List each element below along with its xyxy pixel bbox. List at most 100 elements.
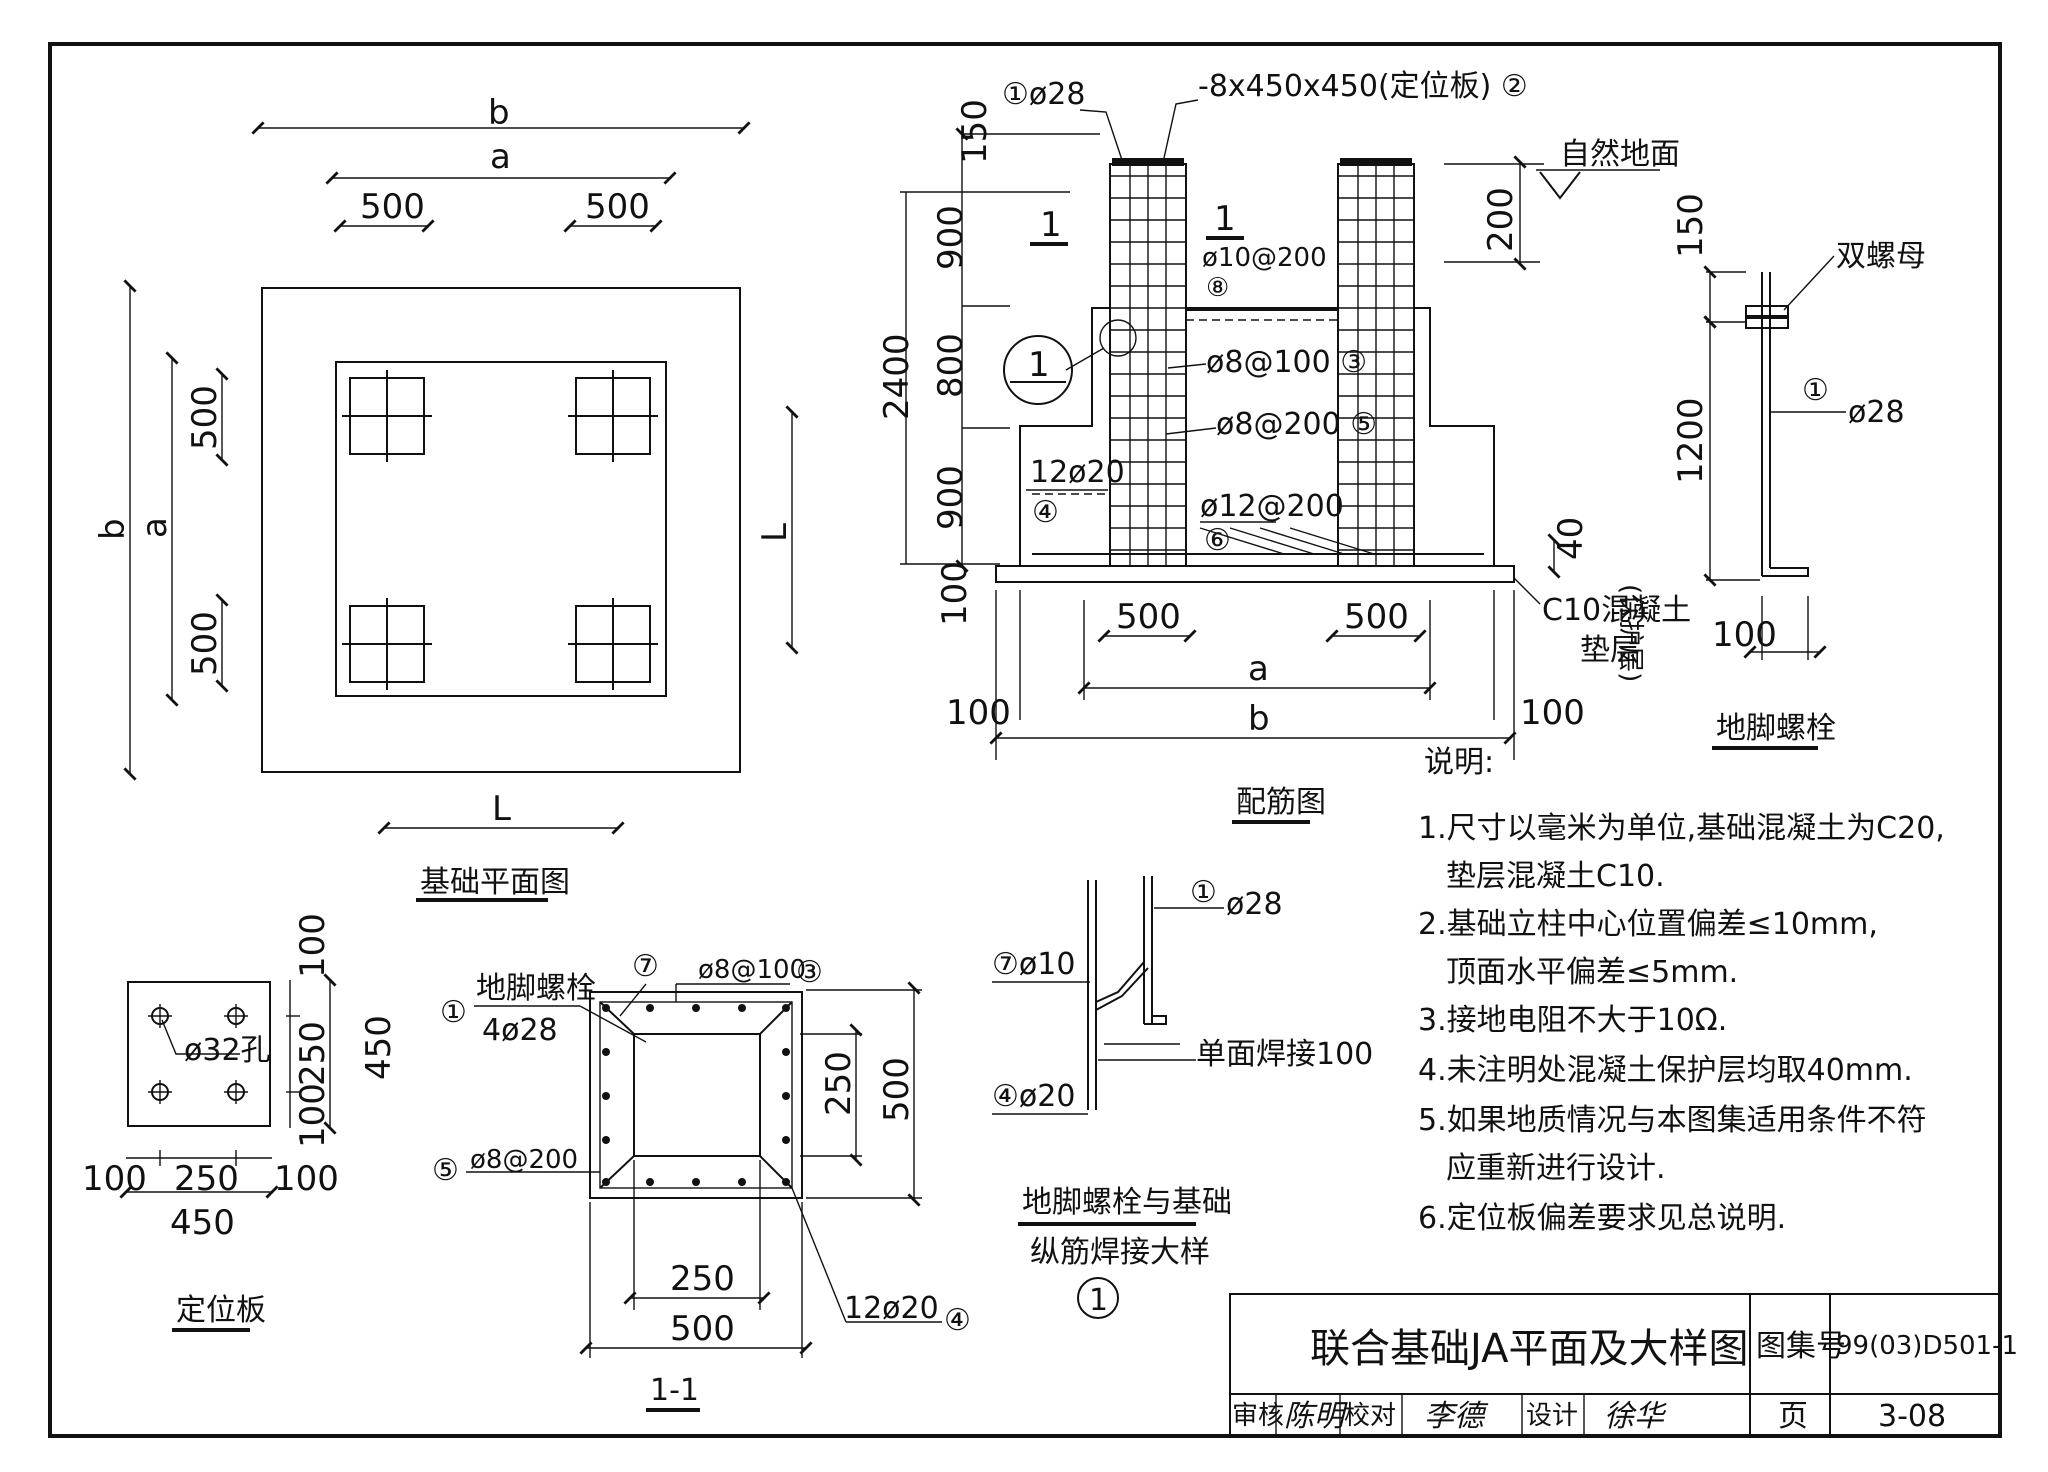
pad-label-1: C10混凝土	[1542, 593, 1691, 628]
bar-4-number: ④	[1032, 495, 1059, 530]
rebar-dim-500-l: 500	[1116, 597, 1181, 637]
sec-bar-5: ø8@200	[470, 1145, 578, 1175]
review-signature: 陈明	[1284, 1399, 1348, 1434]
longitudinal-bar-dot	[692, 1004, 700, 1012]
longitudinal-bar-dot	[602, 1004, 610, 1012]
plate-dim-100-r: 100	[274, 1159, 339, 1199]
longitudinal-bar-dot	[646, 1178, 654, 1186]
plan-dim-a-side: a	[135, 517, 175, 538]
bar-4-label: 12ø20	[1030, 455, 1125, 490]
plate-holes	[148, 1004, 248, 1104]
double-nut-label: 双螺母	[1836, 239, 1926, 274]
footing-outline	[1019, 163, 1495, 566]
sec-bolt-number: ①	[440, 995, 467, 1030]
plan-title: 基础平面图	[420, 865, 570, 900]
review-label: 审核	[1232, 1401, 1284, 1431]
sec-bolt-label: 地脚螺栓	[476, 971, 596, 1006]
sec-bar-7-number: ⑦	[632, 949, 659, 984]
section-1-1-view: ø8@100 ③ ⑦ 地脚螺栓 ① 4ø28 ⑤ ø8@200 12ø20 ④ …	[432, 949, 971, 1412]
note-line-6: 4.未注明处混凝土保护层均取40mm.	[1418, 1053, 1913, 1088]
rebar-dim-900-bottom: 900	[931, 465, 971, 530]
bolt-group-bl	[342, 598, 432, 690]
note-line-3: 2.基础立柱中心位置偏差≤10mm,	[1418, 907, 1878, 942]
rebar-dim-100-l: 100	[946, 693, 1011, 733]
section-longitudinal-bars	[602, 1004, 790, 1186]
atlas-label: 图集号	[1756, 1329, 1846, 1364]
foundation-plan-view: b a 500 500 b a 500 500 L L 基础平面图	[93, 93, 799, 902]
pad-label-2: 垫层	[1580, 633, 1640, 668]
rebar-elevation-view: ①ø28 -8x450x450(定位板) ② 自然地面 200 150 900 …	[877, 69, 1691, 824]
weld-bar4: ④ø20	[992, 1079, 1075, 1114]
page-number: 3-08	[1878, 1399, 1946, 1434]
sec-bar-4: 12ø20	[844, 1291, 939, 1326]
section-inner	[633, 1033, 761, 1157]
plate-dim-250-h: 250	[174, 1159, 239, 1199]
rebar-dim-b: b	[1248, 699, 1270, 739]
note-line-1: 1.尺寸以毫米为单位,基础混凝土为C20,	[1418, 811, 1945, 846]
section-title: 1-1	[650, 1373, 699, 1408]
weld-detail-view: ① ø28 ⑦ø10 单面焊接100 ④ø20 地脚螺栓与基础 纵筋焊接大样 1	[992, 875, 1373, 1319]
anchor-bolt-title: 地脚螺栓	[1716, 711, 1836, 746]
page-label: 页	[1778, 1399, 1808, 1434]
weld-bolt-number: ①	[1190, 875, 1217, 910]
plan-dim-b: b	[488, 93, 510, 133]
c10-pad	[995, 565, 1515, 583]
longitudinal-bar-dot	[738, 1178, 746, 1186]
natural-ground-label: 自然地面	[1560, 137, 1680, 172]
longitudinal-bar-dot	[602, 1048, 610, 1056]
bar-6-label: ø12@200	[1200, 489, 1344, 524]
rebar-dim-100: 100	[935, 561, 975, 626]
longitudinal-bar-dot	[782, 1136, 790, 1144]
plan-dim-L-bottom: L	[492, 789, 511, 829]
plate-dim-100-l: 100	[82, 1159, 147, 1199]
anchor-dim-100: 100	[1712, 615, 1777, 655]
anchor-dim-1200: 1200	[1671, 397, 1711, 484]
longitudinal-bar-dot	[782, 1048, 790, 1056]
positioning-plate-view: ø32孔 100 250 100 450 100 250 100 450 定位板	[82, 913, 399, 1332]
plate-dim-100-bot: 100	[293, 1083, 333, 1148]
plate-dim-250-v: 250	[293, 1021, 333, 1086]
section-outline	[589, 991, 803, 1199]
cover-40: 40	[1551, 517, 1591, 560]
anchor-bolt-view: 双螺母 ① ø28 150 1200 100 地脚螺栓	[1671, 193, 1926, 750]
anchor-bolt-dia: ø28	[1848, 395, 1905, 430]
plan-dim-500-bottom: 500	[185, 611, 225, 676]
drawing-title: 联合基础JA平面及大样图	[1310, 1326, 1748, 1372]
column-block	[335, 361, 667, 697]
note-line-8: 应重新进行设计.	[1446, 1151, 1666, 1186]
note-line-7: 5.如果地质情况与本图集适用条件不符	[1418, 1103, 1927, 1138]
check-signature: 李德	[1424, 1399, 1489, 1434]
bar-8-label: ø10@200	[1202, 243, 1327, 273]
rebar-label-plate: -8x450x450(定位板) ②	[1198, 69, 1528, 104]
bar-6-number: ⑥	[1204, 523, 1231, 558]
sec-dim-250-v: 250	[819, 1051, 859, 1116]
rebar-title: 配筋图	[1236, 785, 1326, 820]
weld-title-1: 地脚螺栓与基础	[1022, 1185, 1232, 1220]
cover-note: (保护层)	[1615, 584, 1645, 682]
plate-title: 定位板	[176, 1293, 266, 1328]
rebar-dim-a: a	[1248, 649, 1269, 689]
rebar-label-bolt: ①ø28	[1002, 77, 1085, 112]
longitudinal-bar-dot	[782, 1092, 790, 1100]
plan-dim-500-left: 500	[360, 187, 425, 227]
note-line-2: 垫层混凝土C10.	[1446, 859, 1665, 894]
check-label: 校对	[1344, 1401, 1396, 1431]
rebar-dim-100-r: 100	[1520, 693, 1585, 733]
plan-dim-b-side: b	[93, 518, 133, 540]
bolt-group-tr	[568, 370, 658, 462]
longitudinal-bar-dot	[646, 1004, 654, 1012]
column-stirrups	[1110, 175, 1414, 551]
weld-note: 单面焊接100	[1196, 1037, 1373, 1072]
anchor-bolt-number: ①	[1802, 373, 1829, 408]
weld-detail-mark	[1077, 1277, 1119, 1319]
sec-bar-5-number: ⑤	[432, 1153, 459, 1188]
atlas-number: 99(03)D501-1	[1836, 1331, 2018, 1361]
design-label: 设计	[1526, 1401, 1578, 1431]
sec-bar-3: ø8@100	[698, 955, 806, 985]
foundation-outline	[261, 287, 741, 773]
bar-3-label: ø8@100 ③	[1206, 345, 1367, 380]
plate-outline	[127, 981, 271, 1127]
anchor-dim-150: 150	[1671, 193, 1711, 258]
longitudinal-bar-dot	[602, 1178, 610, 1186]
